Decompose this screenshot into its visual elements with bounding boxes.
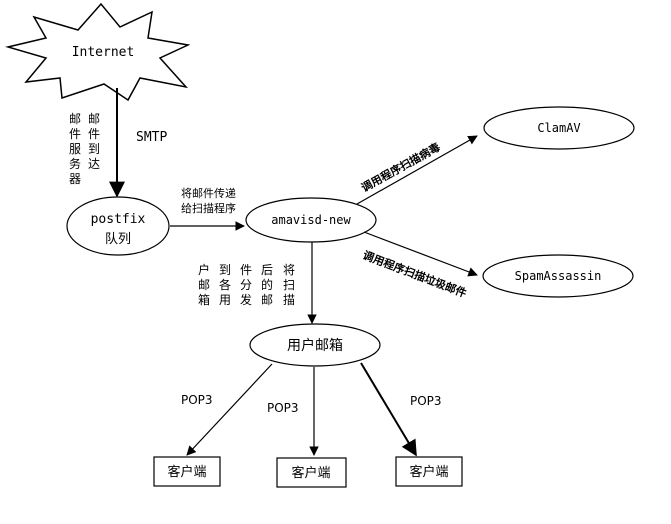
- node-client-2-label: 客户端: [291, 465, 330, 481]
- internet-cloud-shape: [5, 2, 191, 102]
- node-amavisd-label: amavisd-new: [271, 213, 351, 227]
- label-mail-server-char: 服: [69, 142, 81, 156]
- label-mail-server-char: 邮: [69, 112, 81, 126]
- label-dispatch-char: 到: [219, 263, 231, 277]
- label-dispatch-char: 件: [240, 263, 252, 277]
- label-call-virus-scan: 调用程序扫描病毒: [359, 140, 443, 195]
- node-mailbox-shape: [249, 323, 381, 367]
- label-mail-server: 邮 件 服 务 器: [69, 112, 81, 186]
- label-dispatch-char: 分: [240, 278, 252, 292]
- arrow-mailbox-to-client-3: [360, 362, 417, 457]
- label-mail-arrived-char: 邮: [88, 112, 100, 126]
- node-spamassassin: SpamAssassin: [482, 254, 634, 298]
- internet-label: Internet: [72, 45, 135, 60]
- node-client-2-box: [276, 457, 347, 488]
- node-client-1: 客户端: [153, 456, 221, 487]
- label-pop3-2: POP3: [267, 401, 299, 415]
- label-dispatch-char: 后: [261, 263, 273, 277]
- node-clamav: ClamAV: [483, 106, 635, 150]
- node-spamassassin-shape: [482, 254, 634, 298]
- node-spamassassin-label: SpamAssassin: [515, 269, 602, 283]
- node-amavisd-new: amavisd-new: [245, 197, 377, 243]
- label-dispatch-char: 户: [198, 262, 210, 277]
- node-postfix-queue-label: 队列: [105, 232, 131, 247]
- arrow-mailbox-to-client-1: [186, 363, 273, 456]
- label-dispatch-char: 各: [219, 277, 231, 292]
- label-dispatch-char: 邮: [198, 278, 210, 292]
- node-client-1-label: 客户端: [167, 464, 206, 480]
- label-pop3-3: POP3: [410, 394, 442, 408]
- label-mail-server-char: 件: [69, 127, 81, 141]
- label-dispatch-char: 扫: [283, 278, 295, 292]
- node-client-3-box: [395, 456, 463, 487]
- arrow-amavis-to-clamav: [356, 135, 478, 205]
- label-mail-server-char: 务: [69, 156, 81, 171]
- label-deliver-scan-2: 给扫描程序: [181, 201, 236, 215]
- node-clamav-shape: [483, 106, 635, 150]
- label-pop3-1: POP3: [181, 393, 213, 407]
- label-mail-server-char: 器: [69, 172, 81, 186]
- label-deliver-scan-1: 将邮件传递: [181, 186, 236, 200]
- label-dispatch-char: 描: [283, 293, 295, 307]
- label-call-spam-scan: 调用程序扫描垃圾邮件: [361, 248, 469, 300]
- node-mailbox-label: 用户邮箱: [287, 337, 343, 354]
- node-client-3-label: 客户端: [409, 464, 448, 480]
- node-amavisd-shape: [245, 197, 377, 243]
- node-client-3: 客户端: [395, 456, 463, 487]
- node-client-2: 客户端: [276, 457, 347, 488]
- arrow-amavis-to-spamassassin: [363, 231, 478, 277]
- label-dispatch-char: 将: [283, 263, 295, 277]
- node-postfix-label: postfix: [91, 212, 146, 227]
- label-smtp: SMTP: [136, 130, 167, 145]
- label-mail-arrived: 邮 件 到 达: [88, 112, 100, 171]
- label-dispatch-to-mailboxes: 将 扫 描 后 的 邮 件 分 发 到 各 用 户 邮 箱: [198, 262, 295, 307]
- label-mail-arrived-char: 件: [88, 127, 100, 141]
- label-mail-arrived-char: 达: [88, 157, 100, 171]
- node-client-1-box: [153, 456, 221, 487]
- node-clamav-label: ClamAV: [537, 121, 580, 135]
- label-dispatch-char: 发: [240, 292, 252, 307]
- node-postfix-queue: postfix 队列: [66, 196, 170, 256]
- node-postfix-shape: [66, 196, 170, 256]
- node-user-mailbox: 用户邮箱: [249, 323, 381, 367]
- label-mail-arrived-char: 到: [88, 142, 100, 156]
- label-dispatch-char: 箱: [198, 292, 210, 307]
- label-dispatch-char: 的: [261, 277, 273, 292]
- label-dispatch-char: 邮: [261, 293, 273, 307]
- label-dispatch-char: 用: [219, 293, 231, 307]
- internet-cloud: Internet: [5, 2, 191, 102]
